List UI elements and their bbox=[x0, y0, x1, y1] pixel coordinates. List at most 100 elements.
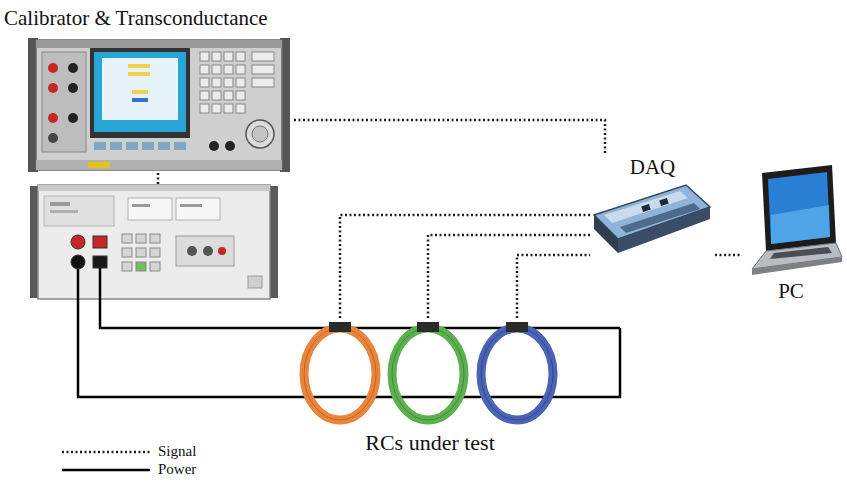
drawing-part bbox=[94, 52, 186, 132]
legend-text: Power bbox=[158, 461, 196, 478]
drawing-part bbox=[329, 322, 351, 332]
drawing-part bbox=[770, 247, 832, 259]
signal-connector bbox=[715, 254, 740, 257]
drawing-part bbox=[128, 72, 150, 76]
drawing-part bbox=[50, 210, 78, 213]
calibrator-node: Calibrator & Transconductance bbox=[4, 6, 294, 172]
drawing-part bbox=[218, 247, 226, 255]
drawing-part bbox=[392, 328, 464, 420]
laptop bbox=[740, 165, 842, 277]
drawing-part bbox=[150, 262, 160, 271]
node-label: DAQ bbox=[630, 155, 676, 179]
drawing-part bbox=[604, 191, 688, 223]
drawing-part bbox=[36, 40, 282, 170]
daq-device bbox=[590, 183, 715, 263]
drawing-part bbox=[122, 262, 132, 271]
drawing-part bbox=[641, 204, 650, 212]
node-label: RCs under test bbox=[365, 430, 495, 455]
drawing-part bbox=[224, 78, 233, 87]
drawing-part bbox=[200, 104, 209, 113]
drawing-part bbox=[180, 204, 202, 207]
calibrator-instrument bbox=[28, 38, 290, 172]
drawing-part bbox=[200, 78, 209, 87]
legend-signal-sample bbox=[62, 451, 150, 454]
drawing-part bbox=[88, 162, 110, 168]
drawing-part bbox=[200, 91, 209, 100]
drawing-part bbox=[594, 185, 710, 239]
drawing-part bbox=[212, 65, 221, 74]
drawing-part bbox=[94, 142, 106, 150]
drawing-part bbox=[252, 78, 274, 87]
node-label: Calibrator & Transconductance bbox=[4, 6, 268, 30]
drawing-part bbox=[48, 83, 58, 93]
drawing-part bbox=[187, 246, 197, 256]
drawing-part bbox=[68, 83, 78, 93]
drawing-part bbox=[142, 142, 154, 150]
drawing-part bbox=[132, 98, 148, 102]
drawing-part bbox=[252, 52, 274, 61]
drawing-part bbox=[38, 185, 270, 299]
drawing-part bbox=[304, 328, 376, 420]
drawing-part bbox=[93, 236, 107, 248]
drawing-part bbox=[659, 198, 668, 206]
drawing-part bbox=[212, 78, 221, 87]
drawing-part bbox=[174, 142, 186, 150]
drawing-part bbox=[200, 52, 209, 61]
drawing-part bbox=[252, 126, 268, 142]
drawing-part bbox=[71, 255, 85, 269]
drawing-part bbox=[150, 234, 160, 243]
drawing-part bbox=[248, 276, 262, 288]
drawing-part bbox=[200, 65, 209, 74]
drawing-part bbox=[128, 198, 172, 220]
drawing-part bbox=[304, 328, 376, 420]
drawing-part bbox=[224, 65, 233, 74]
drawing-part bbox=[68, 63, 78, 73]
drawing-part bbox=[158, 142, 170, 150]
drawing-part bbox=[506, 322, 528, 332]
drawing-part bbox=[209, 141, 219, 151]
drawing-part bbox=[481, 328, 553, 420]
drawing-part bbox=[620, 203, 700, 233]
drawing-part bbox=[68, 113, 78, 123]
drawing-part bbox=[100, 268, 620, 328]
drawing-part bbox=[71, 235, 85, 249]
drawing-part bbox=[128, 64, 150, 68]
drawing-part bbox=[122, 248, 132, 257]
signal-connector bbox=[517, 255, 590, 318]
drawing-part bbox=[762, 165, 836, 251]
drawing-part bbox=[132, 90, 148, 94]
drawing-part bbox=[752, 257, 842, 275]
drawing-part bbox=[203, 246, 213, 256]
legend-text: Signal bbox=[158, 443, 196, 460]
drawing-part bbox=[176, 198, 220, 220]
pc-node: PC bbox=[740, 165, 842, 310]
drawing-part bbox=[126, 142, 138, 150]
signal-connector bbox=[294, 120, 605, 155]
drawing-part bbox=[236, 104, 245, 113]
drawing-part bbox=[252, 65, 274, 74]
drawing-part bbox=[224, 52, 233, 61]
drawing-part bbox=[236, 91, 245, 100]
drawing-part bbox=[48, 133, 58, 143]
drawing-part bbox=[102, 58, 178, 120]
drawing-part bbox=[38, 185, 270, 191]
drawing-part bbox=[122, 234, 132, 243]
drawing-part bbox=[246, 120, 274, 148]
coils-node: RCs under test bbox=[290, 318, 570, 468]
drawing-part bbox=[212, 52, 221, 61]
drawing-part bbox=[236, 65, 245, 74]
drawing-part bbox=[236, 52, 245, 61]
drawing-part bbox=[136, 262, 146, 271]
drawing-part bbox=[225, 141, 235, 151]
drawing-part bbox=[212, 91, 221, 100]
signal-connector bbox=[340, 215, 590, 318]
rogowski-coils bbox=[290, 318, 570, 428]
drawing-part bbox=[150, 248, 160, 257]
signal-connector bbox=[428, 235, 590, 318]
transconductance-amplifier bbox=[30, 185, 278, 299]
drawing-part bbox=[771, 205, 830, 244]
daq-node: DAQ bbox=[590, 155, 715, 263]
drawing-part bbox=[212, 104, 221, 113]
drawing-part bbox=[417, 322, 439, 332]
